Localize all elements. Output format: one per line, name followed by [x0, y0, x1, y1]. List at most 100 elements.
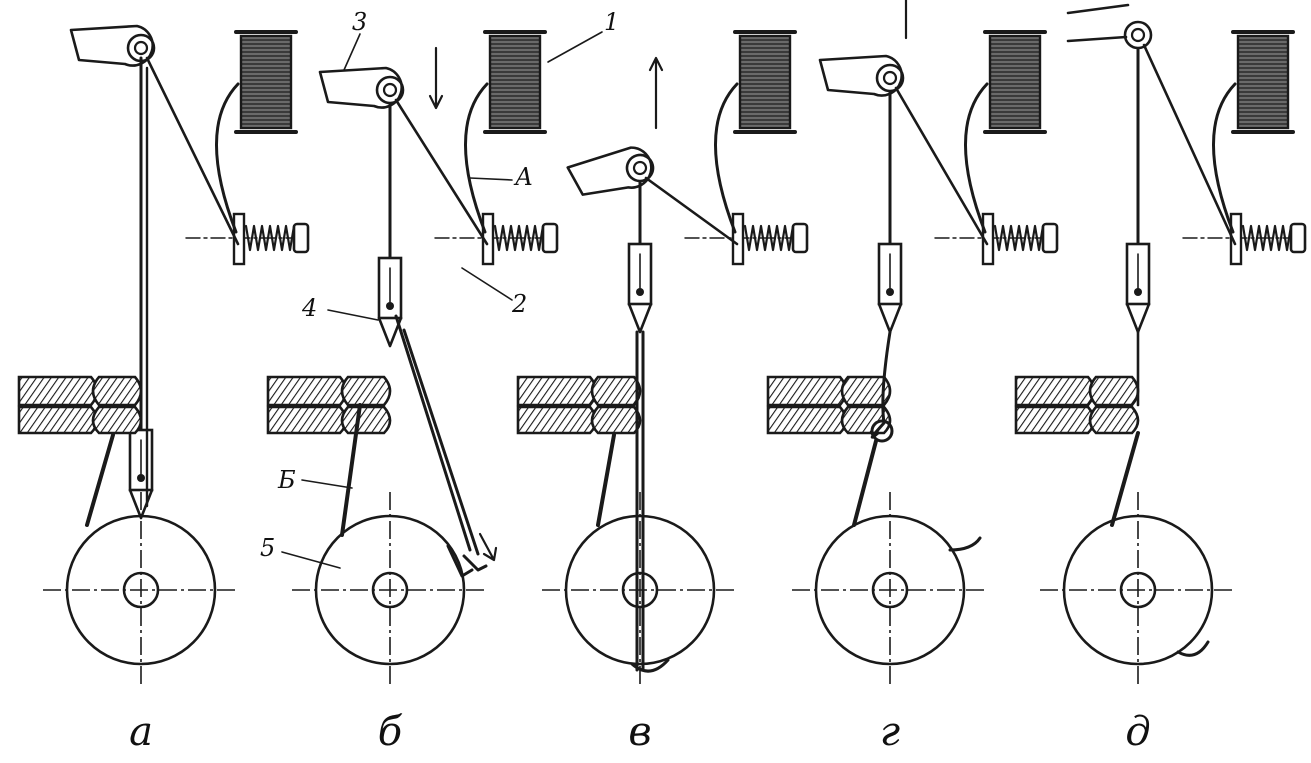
upper-thread-loop-b — [402, 328, 480, 556]
fabric-right-lower — [590, 405, 642, 435]
panel-1: а — [17, 24, 312, 755]
fabric-left-upper — [1014, 375, 1096, 407]
spool-flange — [1231, 30, 1295, 134]
panel-letter: г — [880, 709, 900, 755]
leader-needle — [327, 309, 379, 321]
bobbin-thread — [85, 433, 115, 527]
panel-letter: в — [628, 709, 651, 755]
take-up-lever-eye — [625, 153, 655, 183]
needle — [377, 102, 403, 348]
tensioner — [185, 212, 312, 266]
leader-spool — [547, 31, 603, 63]
tensioner-disc — [232, 212, 246, 266]
arrow-up-icon — [904, 0, 908, 40]
take-up-lever-body — [1066, 3, 1130, 43]
hook — [542, 492, 738, 688]
tensioner-nut — [1289, 222, 1307, 254]
take-up-lever-hole — [882, 70, 898, 86]
tensioner — [684, 212, 811, 266]
spool — [733, 30, 797, 134]
panel-letter: а — [129, 709, 153, 755]
tensioner — [434, 212, 561, 266]
spool — [234, 30, 298, 134]
label-tensioner: 2 — [511, 290, 527, 318]
take-up-lever-hole — [1130, 27, 1146, 43]
bobbin-thread — [340, 403, 362, 537]
label-needle: 4 — [301, 294, 317, 322]
needle — [877, 90, 903, 334]
fabric-right-lower — [1088, 405, 1140, 435]
panel-2: б — [266, 30, 561, 755]
upper-thread-lever-to-tensioner — [644, 176, 739, 246]
label-upper-thread: А — [513, 163, 533, 191]
fabric-right-upper — [91, 375, 143, 407]
leader-upper-thread — [469, 177, 513, 181]
fabric-left-upper — [266, 375, 348, 407]
spool-flange — [483, 30, 547, 134]
take-up-lever — [566, 146, 655, 196]
spool — [1231, 30, 1295, 134]
hook — [43, 492, 239, 688]
spool-winding — [1236, 34, 1290, 130]
take-up-lever-hole — [632, 160, 648, 176]
fabric-left-lower — [17, 405, 99, 435]
fabric-left-upper — [516, 375, 598, 407]
fabric-left-lower — [1014, 405, 1096, 435]
take-up-lever-eye — [1123, 20, 1153, 50]
fabric-right-upper — [340, 375, 392, 407]
upper-thread-spool-to-tensioner — [964, 82, 989, 234]
needle-eye — [386, 302, 394, 310]
take-up-lever-body — [566, 146, 653, 196]
spool-flange — [983, 30, 1047, 134]
hook-point — [630, 658, 670, 673]
leader-tensioner — [461, 267, 513, 301]
label-hook: 5 — [260, 534, 275, 562]
hook-point — [446, 544, 474, 578]
fabric-right-lower — [340, 405, 392, 435]
upper-thread-spool-to-tensioner — [714, 82, 739, 234]
tensioner-disc — [1229, 212, 1243, 266]
arrow-hook-direction-icon — [478, 532, 498, 562]
hook — [1040, 492, 1236, 688]
bobbin-thread — [1110, 431, 1140, 527]
take-up-lever-body — [818, 54, 903, 97]
take-up-lever-eye — [375, 75, 405, 105]
fabric — [266, 375, 392, 435]
take-up-lever — [818, 54, 905, 97]
upper-thread-lever-to-tensioner — [894, 86, 989, 246]
fabric-left-upper — [17, 375, 99, 407]
take-up-lever-hole — [133, 40, 149, 56]
upper-thread-lever-to-tensioner — [394, 98, 489, 246]
fabric — [766, 375, 892, 435]
bobbin-thread — [852, 439, 878, 527]
upper-thread-loop-end — [462, 554, 488, 572]
take-up-lever-body — [318, 66, 403, 109]
tensioner-nut — [1041, 222, 1059, 254]
needle-tip — [128, 488, 154, 520]
fabric-right-lower — [840, 405, 892, 435]
tensioner — [934, 212, 1061, 266]
tensioner — [1182, 212, 1309, 266]
panel-4: г — [766, 0, 1061, 755]
tensioner-nut — [791, 222, 809, 254]
tensioner-spring — [493, 224, 545, 252]
tensioner-spring — [743, 224, 795, 252]
fabric — [516, 375, 642, 435]
tensioner-spring — [1241, 224, 1293, 252]
fabric — [1014, 375, 1140, 435]
hook-point — [1176, 640, 1210, 657]
needle-tip — [877, 302, 903, 334]
leader-bobbin-thread — [301, 479, 353, 489]
arrow-up-icon — [648, 56, 664, 130]
tensioner-nut — [292, 222, 310, 254]
fabric-left-lower — [266, 405, 348, 435]
label-take-up-lever: 3 — [352, 8, 367, 36]
take-up-lever — [1066, 3, 1153, 50]
label-spool: 1 — [604, 8, 619, 36]
upper-thread-spool-to-tensioner — [464, 82, 489, 234]
hook — [792, 492, 988, 688]
leader-hook — [281, 551, 341, 569]
tensioner-spring — [244, 224, 296, 252]
panel-letter: д — [1125, 709, 1150, 755]
